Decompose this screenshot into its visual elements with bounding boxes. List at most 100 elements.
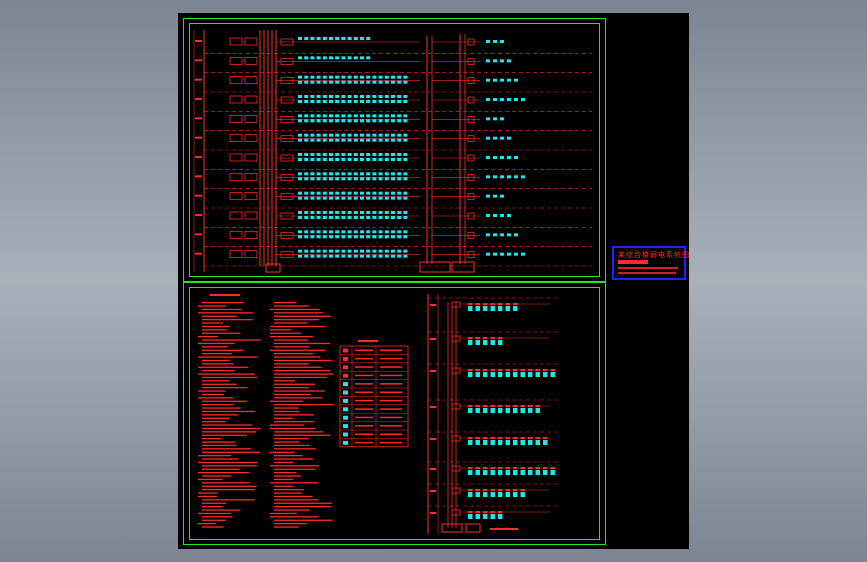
floor-label (195, 117, 202, 120)
device-symbol (403, 75, 408, 79)
device-symbol (372, 138, 377, 142)
main-cabinet (265, 263, 281, 273)
device-symbol (310, 172, 315, 176)
note-text-line (274, 315, 332, 317)
device-symbol (498, 440, 503, 445)
device-symbol (498, 408, 503, 413)
bottom-drawing-sheet[interactable] (183, 282, 606, 545)
note-text-line (274, 407, 299, 409)
note-text-line (274, 458, 314, 460)
device-symbol (316, 249, 321, 253)
floor-box (451, 367, 461, 374)
device-symbol (475, 306, 480, 311)
device-symbol (397, 114, 402, 118)
device-symbol (550, 372, 555, 377)
device-symbol (347, 172, 352, 176)
device-symbol (468, 340, 473, 345)
floor-label (195, 233, 202, 236)
device-symbol (378, 211, 383, 214)
device-symbol (391, 100, 395, 103)
device-symbol (384, 211, 389, 214)
device-symbol (391, 191, 395, 195)
device-symbol (486, 252, 490, 256)
device-symbol (486, 214, 490, 217)
device-symbol (335, 196, 340, 200)
device-symbol (483, 408, 488, 413)
device-symbol (403, 216, 408, 219)
device-symbol (384, 177, 389, 181)
device-symbol (316, 158, 321, 161)
device-symbol (505, 492, 510, 497)
drawing-canvas[interactable] (178, 13, 689, 549)
outlet-box (467, 212, 475, 220)
device-symbol (360, 216, 364, 219)
device-symbol (403, 119, 408, 123)
note-text-line (274, 495, 313, 498)
device-symbol (298, 75, 302, 79)
device-symbol (397, 95, 402, 98)
note-text-line (274, 373, 334, 375)
device-symbol (486, 117, 490, 121)
device-symbol (322, 191, 327, 195)
device-symbol (513, 440, 518, 445)
device-symbol (322, 230, 327, 234)
note-text-line (270, 465, 320, 467)
device-symbol (341, 95, 346, 98)
device-tag (520, 489, 525, 491)
note-text-line (202, 400, 248, 402)
device-symbol (353, 191, 358, 195)
device-symbol (500, 214, 504, 217)
device-symbol (403, 177, 408, 181)
device-tag (505, 303, 510, 305)
device-tag (535, 405, 540, 407)
device-symbol (468, 492, 473, 497)
device-symbol (403, 80, 408, 84)
floor-box (451, 301, 461, 308)
device-symbol (360, 254, 364, 258)
legend-text (355, 349, 373, 351)
device-tag (520, 405, 525, 407)
device-symbol (329, 153, 333, 156)
note-text-line (274, 322, 308, 324)
equipment-box (229, 134, 243, 143)
device-tag (513, 303, 518, 305)
device-symbol (310, 100, 315, 103)
device-symbol (403, 114, 408, 118)
device-symbol (378, 75, 383, 79)
device-symbol (310, 216, 315, 219)
top-drawing-sheet[interactable] (183, 18, 606, 282)
outlet-box (467, 231, 475, 239)
note-text-line (270, 400, 304, 402)
device-symbol (483, 372, 488, 377)
device-symbol (353, 37, 358, 40)
device-symbol (514, 233, 518, 237)
device-symbol (535, 440, 540, 445)
note-text-line (270, 482, 319, 484)
note-text-line (270, 332, 301, 334)
device-symbol (322, 119, 327, 123)
device-symbol (384, 133, 389, 137)
device-symbol (316, 177, 321, 181)
device-symbol (353, 153, 358, 156)
legend-text (355, 416, 373, 419)
riser-diagram-graphic (193, 30, 592, 273)
device-symbol (347, 216, 352, 219)
device-symbol (329, 119, 333, 123)
device-symbol (513, 470, 518, 475)
device-tag (505, 405, 510, 407)
device-symbol (347, 196, 352, 200)
device-symbol (378, 191, 383, 195)
note-text-line (274, 506, 332, 508)
title-stamp[interactable]: 某综合楼弱电系统图 (612, 246, 689, 280)
device-symbol (366, 133, 371, 137)
device-symbol (490, 408, 495, 413)
device-symbol (360, 56, 364, 60)
device-tag (543, 369, 548, 371)
device-symbol (322, 196, 327, 200)
device-symbol (347, 75, 352, 79)
legend-symbol (343, 348, 348, 353)
note-text-line (274, 478, 294, 481)
device-symbol (298, 254, 302, 258)
device-symbol (378, 133, 383, 137)
device-symbol (486, 59, 490, 63)
